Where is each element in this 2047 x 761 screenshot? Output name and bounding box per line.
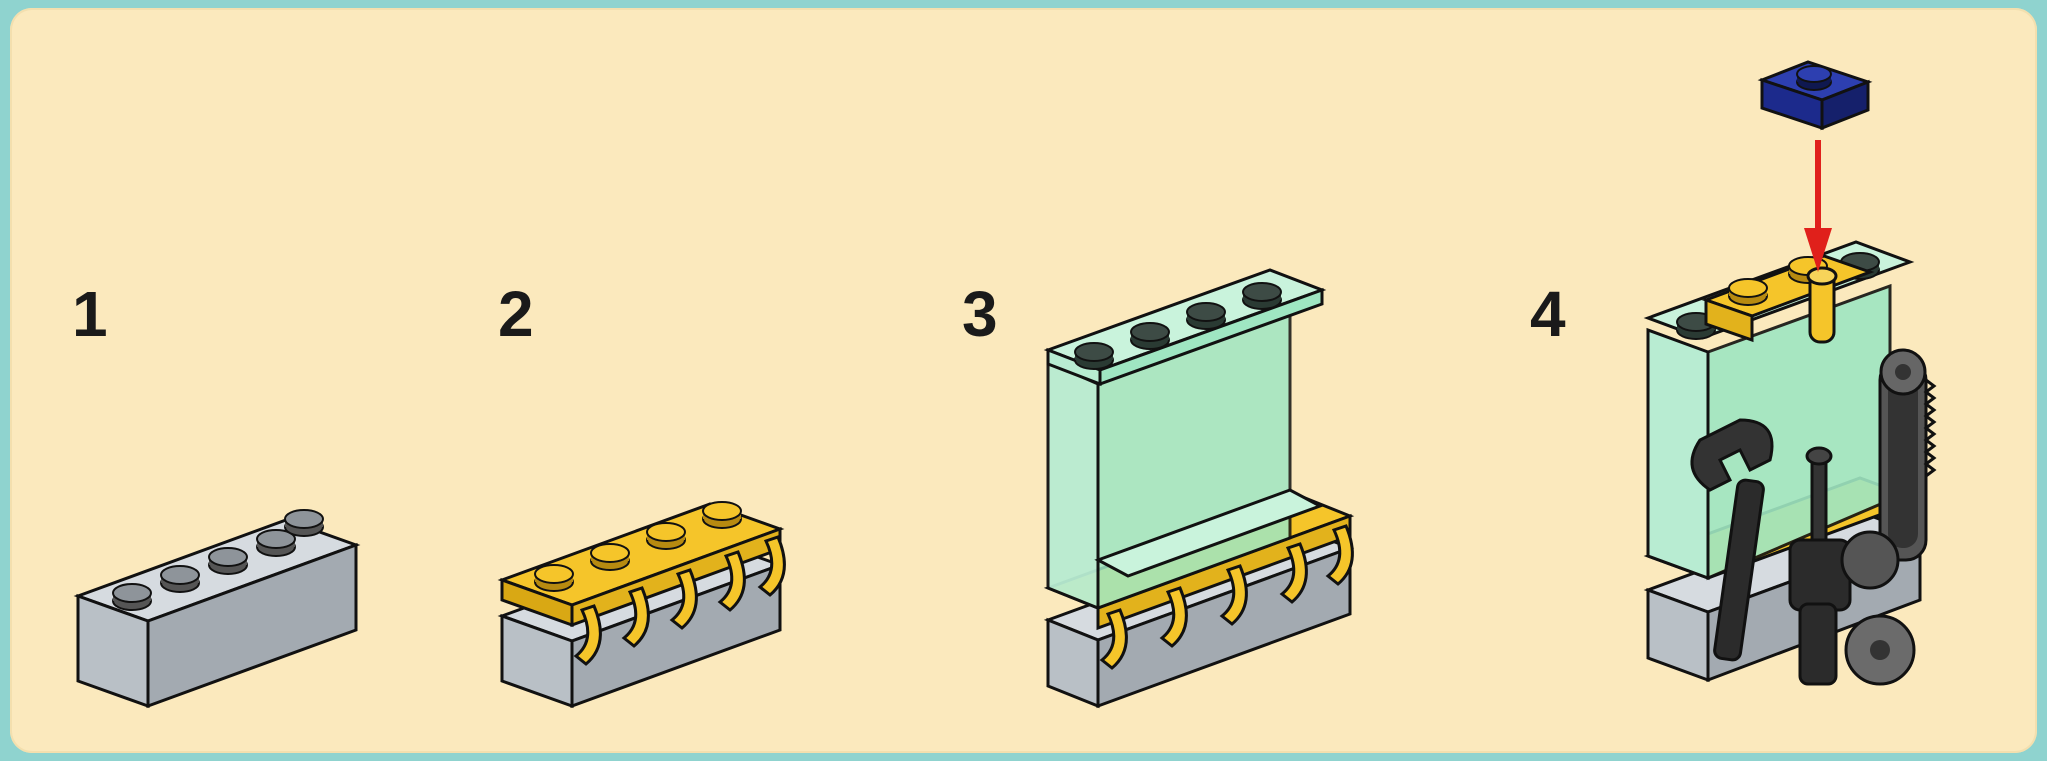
- chainsaw-icon: [1880, 350, 1934, 560]
- blue-plate-icon: [1762, 62, 1868, 128]
- grey-brick-icon: [78, 510, 356, 706]
- yellow-clip-plate-icon: [502, 502, 784, 706]
- trans-green-panel-icon: [1048, 270, 1352, 706]
